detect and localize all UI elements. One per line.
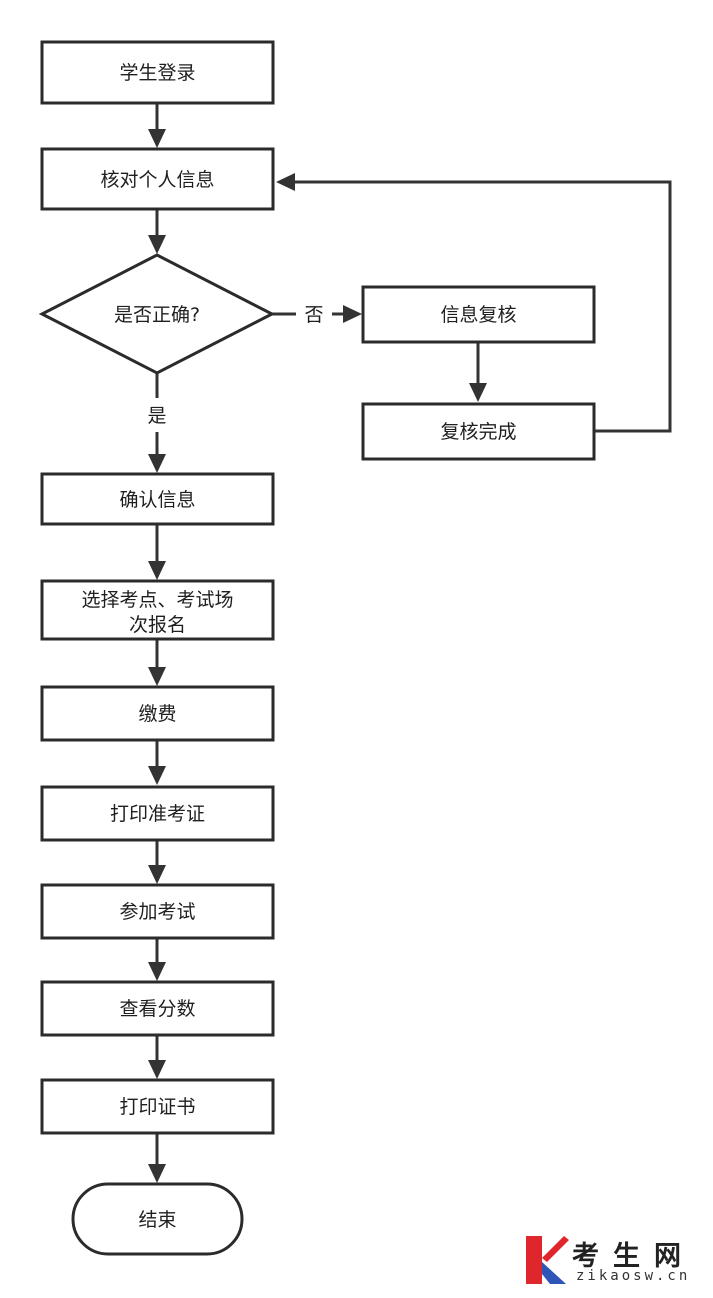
node-end: 结束 [71, 1182, 244, 1256]
node-check-info: 核对个人信息 [40, 147, 275, 211]
node-take-exam: 参加考试 [40, 883, 275, 940]
arrowhead [148, 454, 166, 473]
watermark-url: zikaosw.cn [576, 1268, 691, 1284]
arrowhead [148, 129, 166, 148]
node-pay-label: 缴费 [138, 703, 176, 725]
connectors [148, 103, 672, 1183]
arrowhead [148, 561, 166, 580]
node-recheck-label: 信息复核 [440, 304, 516, 326]
node-recheck-done-label: 复核完成 [440, 421, 516, 443]
watermark-logo: 考生网 zikaosw.cn [522, 1232, 707, 1290]
arrowhead [276, 173, 295, 191]
node-choose-site: 选择考点、考试场 次报名 [40, 579, 275, 641]
node-login: 学生登录 [40, 40, 275, 105]
arrowhead [343, 305, 362, 323]
node-login-label: 学生登录 [119, 62, 195, 84]
arrowhead [148, 1060, 166, 1079]
node-print-ticket-label: 打印准考证 [110, 803, 205, 825]
edge-loop-back [293, 180, 672, 433]
node-print-certificate-label: 打印证书 [119, 1096, 195, 1118]
arrowhead [148, 235, 166, 254]
edge-label-yes: 是 [147, 405, 166, 427]
node-choose-site-label-line2: 次报名 [129, 614, 186, 636]
arrowhead [148, 667, 166, 686]
node-decision-label: 是否正确? [114, 304, 200, 326]
watermark-name: 考生网 [572, 1241, 695, 1272]
node-view-score: 查看分数 [40, 980, 275, 1037]
arrowhead [469, 383, 487, 402]
node-pay: 缴费 [40, 685, 275, 742]
node-confirm-info-label: 确认信息 [119, 489, 195, 511]
node-view-score-label: 查看分数 [119, 998, 195, 1020]
arrowhead [148, 865, 166, 884]
node-take-exam-label: 参加考试 [119, 901, 195, 923]
k-logo-icon [526, 1236, 569, 1284]
arrowhead [148, 962, 166, 981]
node-print-ticket: 打印准考证 [40, 785, 275, 842]
node-print-certificate: 打印证书 [40, 1078, 275, 1135]
arrowhead [148, 1164, 166, 1183]
node-choose-site-label-line1: 选择考点、考试场 [81, 589, 233, 611]
node-end-label: 结束 [138, 1209, 176, 1231]
node-decision: 是否正确? [38, 253, 276, 375]
edge-label-no: 否 [304, 304, 323, 326]
node-check-info-label: 核对个人信息 [100, 169, 214, 191]
node-recheck: 信息复核 [361, 285, 596, 344]
node-recheck-done: 复核完成 [361, 402, 596, 461]
node-confirm-info: 确认信息 [40, 472, 275, 526]
arrowhead [148, 766, 166, 785]
